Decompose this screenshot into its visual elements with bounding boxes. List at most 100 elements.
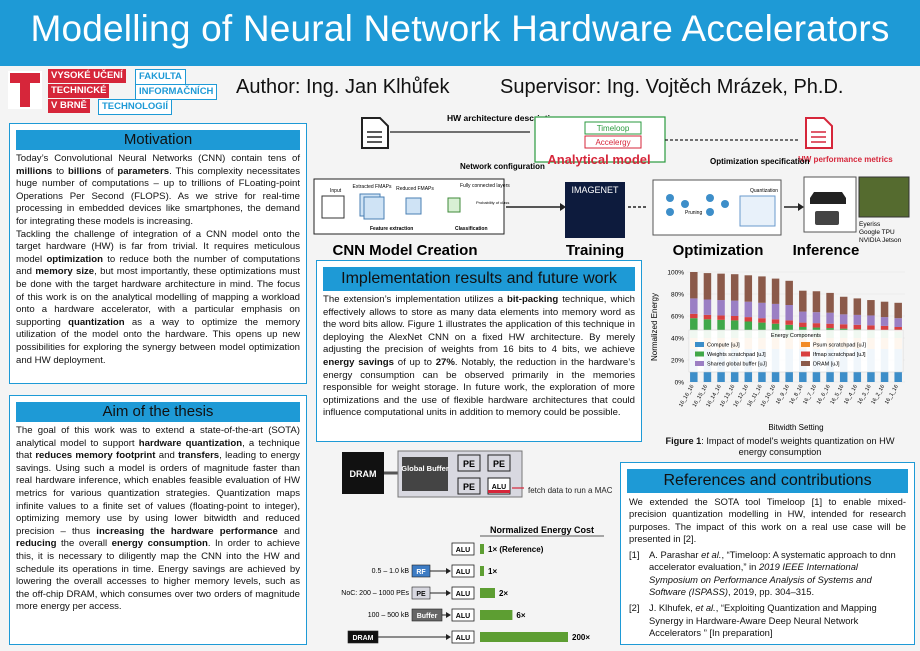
bar-segment [812, 323, 821, 328]
stage-inference: Inference [793, 242, 860, 259]
bar-segment [730, 300, 739, 316]
reference-list: [1]A. Parashar et al., “Timeloop: A syst… [621, 549, 914, 639]
energy-alu-block [451, 608, 475, 622]
bar-segment [690, 298, 698, 314]
energy-row-label: NoC: 200 – 1000 PEs [341, 590, 409, 597]
analytical-model-label: Analytical model [547, 152, 650, 167]
energy-value-label: 6× [516, 611, 525, 620]
y-tick-label: 0% [675, 380, 685, 387]
energy-unit-label: DRAM [353, 635, 374, 642]
pe-block-1 [457, 454, 481, 472]
y-tick-label: 20% [671, 358, 684, 365]
bar-segment [880, 301, 889, 318]
bar-segment [690, 318, 698, 338]
energy-bar [480, 610, 513, 620]
bar-segment [853, 314, 862, 325]
legend-entry: Compute [uJ] [707, 343, 740, 349]
bar-segment [703, 319, 712, 338]
bar-segment [880, 325, 889, 331]
bar-segment [703, 273, 712, 300]
bar-segment [771, 278, 780, 304]
bar-segment [771, 303, 780, 320]
bar-segment [730, 316, 739, 321]
bar-segment [730, 274, 739, 301]
implementation-text: The extension’s implementation utilizes … [323, 294, 636, 419]
bar-segment [826, 292, 834, 313]
cnn-reduced-label: Reduced FMAPs [396, 186, 434, 192]
bar-segment [758, 318, 766, 323]
opt-quant-label: Quantization [750, 188, 778, 194]
motivation-paragraph-2: Tackling the challenge of integration of… [16, 228, 301, 366]
bar-segment [717, 319, 725, 338]
logo-text-3b: TECHNOLOGIÍ [98, 99, 172, 115]
poster-header: Modelling of Neural Network Hardware Acc… [0, 0, 920, 66]
timeloop-label: Timeloop [597, 124, 630, 133]
energy-alu-label: ALU [456, 613, 470, 620]
bar-segment [744, 317, 753, 322]
bar-segment [717, 315, 725, 320]
energy-arrow-head [446, 568, 451, 574]
bar-segment [690, 272, 698, 299]
training-image [565, 182, 625, 238]
energy-arrow-head [446, 634, 451, 640]
bar-segment [867, 300, 875, 316]
timeloop-box [584, 121, 642, 135]
university-logo-icon [8, 71, 42, 109]
bar-segment [894, 327, 902, 332]
references-intro: We extended the SOTA tool Timeloop [1] t… [629, 496, 906, 544]
legend-entry: Weights scratchpad [uJ] [707, 352, 766, 358]
bar-segment [853, 298, 862, 315]
bar-segment [771, 319, 780, 324]
legend-swatch [801, 342, 810, 347]
energy-alu-block [451, 542, 475, 556]
energy-cost-title: Normalized Energy Cost [490, 525, 594, 535]
motivation-title: Motivation [16, 130, 300, 150]
cnn-feature-label: Feature extraction [370, 226, 413, 232]
y-tick-label: 80% [671, 292, 684, 299]
x-axis-label: Bitwidth Setting [768, 423, 823, 432]
metrics-document-icon [805, 117, 833, 149]
bar-segment [785, 320, 793, 325]
bar-segment [839, 296, 848, 315]
aim-title: Aim of the thesis [16, 402, 300, 422]
energy-alu-label: ALU [456, 547, 470, 554]
reference-item: [1]A. Parashar et al., “Timeloop: A syst… [629, 549, 896, 598]
legend-entry: Psum scratchpad [uJ] [813, 343, 866, 349]
bar-segment [812, 312, 821, 324]
bar-segment [799, 311, 807, 323]
cnn-class-label: Classification [455, 226, 488, 232]
energy-alu-label: ALU [456, 569, 470, 576]
energy-value-label: 200× [572, 633, 590, 642]
legend-entry: DRAM [uJ] [813, 362, 840, 368]
pe-block-2 [487, 454, 511, 472]
cnn-input-image [321, 195, 345, 219]
bar-segment [853, 324, 862, 330]
energy-value-label: 1× (Reference) [488, 545, 544, 554]
motivation-paragraph-1: Today’s Convolutional Neural Networks (C… [16, 153, 300, 227]
bar-segment [717, 273, 725, 301]
stage-training: Training [566, 242, 624, 259]
car-icon [810, 192, 846, 204]
logo-text-2b: INFORMAČNÍCH [135, 84, 218, 100]
device-eyeriss: Eyeriss [859, 221, 881, 228]
energy-row-label: 0.5 – 1.0 kB [372, 568, 410, 575]
legend-swatch [801, 361, 810, 366]
energy-bar [480, 544, 484, 554]
legend-swatch [695, 351, 704, 357]
opt-spec-label: Optimization specification [710, 157, 810, 166]
energy-alu-block [451, 586, 475, 600]
accelergy-box [584, 135, 642, 149]
energy-row-label: 100 – 500 kB [368, 612, 410, 619]
bar-segment [826, 312, 834, 324]
bar-segment [744, 301, 753, 318]
bar-segment [744, 275, 753, 302]
bar-segment [867, 315, 875, 326]
energy-alu-block [451, 564, 475, 578]
figure-caption: Figure 1: Impact of model's weights quan… [665, 436, 895, 457]
accelergy-label: Accelergy [595, 138, 630, 147]
hw-arch-label: HW architecture description [447, 113, 560, 123]
bar-segment [703, 299, 712, 315]
stage-cnn-creation: CNN Model Creation [332, 242, 477, 259]
hw-metrics-label: HW performance metrics [798, 155, 893, 164]
energy-bar [480, 588, 495, 598]
